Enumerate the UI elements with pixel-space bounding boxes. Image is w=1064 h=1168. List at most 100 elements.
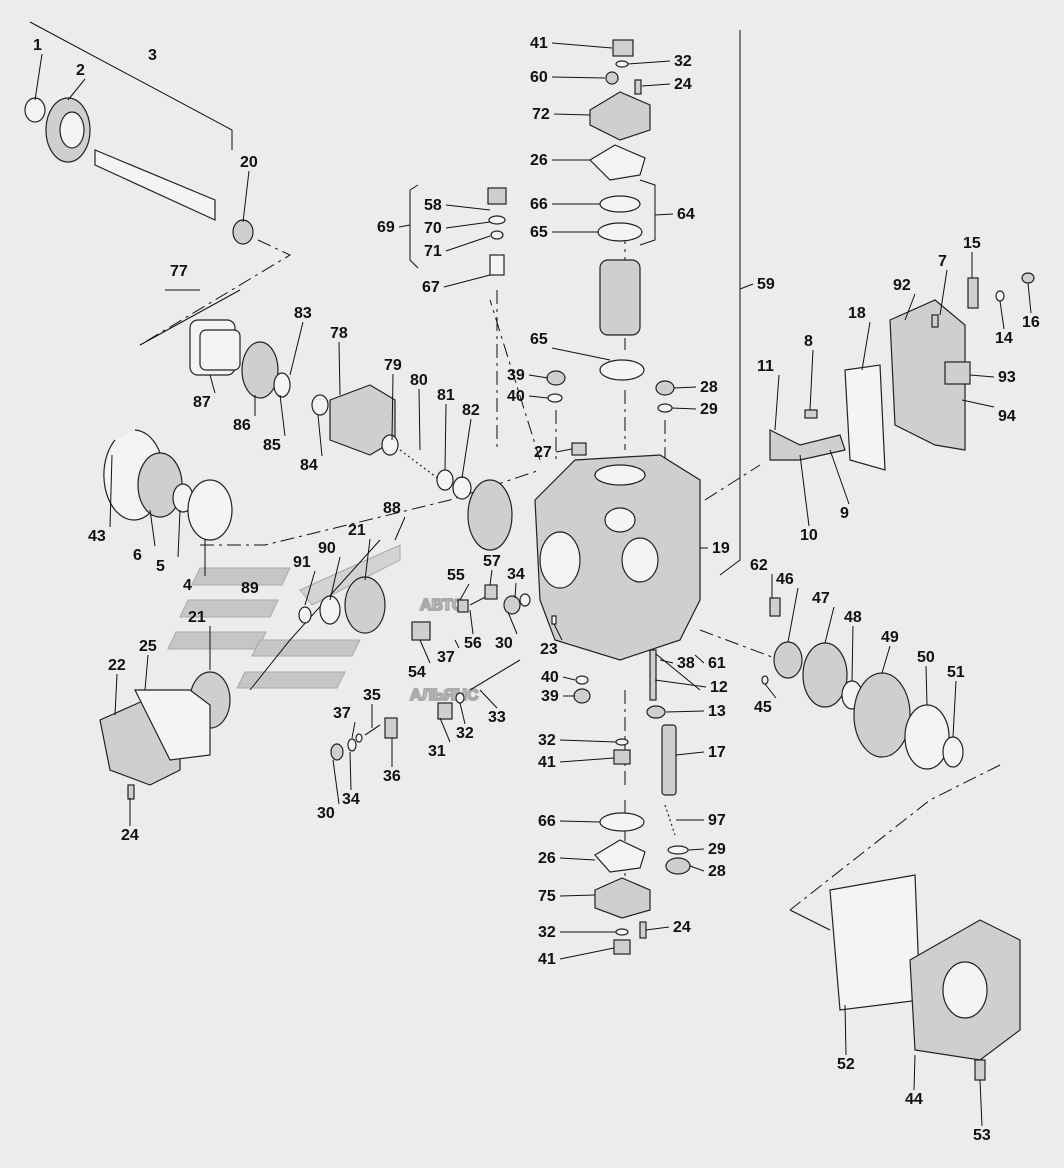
callout-leader [419, 639, 431, 664]
cover-72 [589, 91, 651, 141]
callout-label: 38 [677, 655, 695, 672]
callout-label: 54 [408, 664, 426, 681]
callout-label: 21 [348, 522, 366, 539]
plug-41-top [612, 39, 634, 57]
callout-label: 34 [342, 791, 360, 808]
callout-leader [559, 947, 615, 960]
callout-label: 8 [804, 333, 813, 350]
plug-39-mid [573, 688, 591, 704]
callout-label: 44 [905, 1091, 923, 1108]
plug-27 [571, 442, 587, 456]
plate-88 [467, 479, 513, 551]
callout-label: 41 [538, 951, 556, 968]
callout-leader [109, 454, 113, 528]
bearing-49 [853, 672, 911, 758]
callout-label: 7 [938, 253, 947, 270]
callout-label: 81 [437, 387, 455, 404]
callout-leader [445, 204, 491, 211]
callout-leader [528, 374, 549, 379]
part-84 [311, 394, 329, 416]
plug-30 [330, 743, 344, 761]
bracket-15 [967, 277, 979, 309]
callout-leader [645, 926, 670, 931]
callout-leader [279, 394, 286, 437]
callout-label: 83 [294, 305, 312, 322]
nut-16 [1021, 272, 1035, 284]
callout-leader [787, 587, 799, 643]
callout-label: 37 [333, 705, 351, 722]
callout-leader [443, 274, 491, 288]
callout-label: 66 [530, 196, 548, 213]
callout-label: 29 [700, 401, 718, 418]
callout-label: 30 [317, 805, 335, 822]
ring-29-top [657, 403, 673, 413]
callout-label: 24 [673, 919, 691, 936]
callout-leader [675, 751, 705, 756]
callout-label: 51 [947, 664, 965, 681]
callout-leader [774, 374, 780, 431]
ring-40-top [547, 393, 563, 403]
callout-label: 41 [530, 35, 548, 52]
callout-leader [969, 374, 995, 378]
spool-17 [661, 724, 677, 796]
callout-label: 77 [170, 263, 188, 280]
ring-14 [995, 290, 1005, 302]
callout-leader [34, 53, 43, 101]
callout-leader [444, 403, 447, 471]
watermark-line1: АВТО [420, 597, 464, 614]
cover-75 [594, 877, 651, 919]
callout-label: 91 [293, 554, 311, 571]
plug-54 [411, 621, 431, 641]
callout-leader [528, 395, 549, 399]
plug-28-top [655, 380, 675, 396]
callout-label: 58 [424, 197, 442, 214]
callout-label: 64 [677, 206, 695, 223]
callout-leader [559, 757, 615, 763]
callout-label: 14 [995, 330, 1013, 347]
callout-label: 62 [750, 557, 768, 574]
watermark: АВТО АЛЬЯНС [167, 544, 480, 705]
callout-label: 31 [428, 743, 446, 760]
callout-leader [979, 1079, 983, 1127]
callout-leader [562, 676, 576, 681]
callout-leader [551, 42, 613, 49]
callout-leader [654, 213, 674, 216]
gasket-52 [829, 874, 921, 1011]
pin-45 [761, 675, 769, 685]
callout-label: 93 [998, 369, 1016, 386]
callout-label: 40 [507, 388, 525, 405]
callout-leader [459, 583, 470, 601]
oring-50 [904, 704, 950, 770]
callout-leader [514, 582, 517, 599]
callout-label: 53 [973, 1127, 991, 1144]
callout-leader [177, 509, 181, 558]
callout-leader [454, 639, 460, 649]
shaft-3 [94, 149, 216, 221]
plug-28-low [665, 857, 691, 875]
callout-label: 33 [488, 709, 506, 726]
callout-leader [559, 857, 596, 861]
watermark-logo [167, 544, 401, 689]
callout-label: 28 [708, 863, 726, 880]
callout-leader [844, 1004, 847, 1056]
callout-leader [555, 448, 573, 453]
screw-53 [974, 1059, 986, 1081]
plug-58 [487, 187, 507, 205]
callout-leader [689, 865, 705, 872]
spool-33 [469, 659, 521, 691]
callout-label: 9 [840, 505, 849, 522]
callout-leader [507, 611, 518, 635]
oring-70 [488, 215, 506, 225]
oring-65-top [597, 222, 643, 242]
callout-label: 39 [507, 367, 525, 384]
callout-leader [739, 283, 754, 290]
gear-47 [802, 642, 848, 708]
callout-label: 88 [383, 500, 401, 517]
plug-31 [437, 702, 453, 720]
callout-label: 32 [538, 924, 556, 941]
screw-24-top [634, 79, 642, 95]
oring-65 [599, 359, 645, 381]
screw-7 [931, 314, 939, 328]
callout-label: 69 [377, 219, 395, 236]
